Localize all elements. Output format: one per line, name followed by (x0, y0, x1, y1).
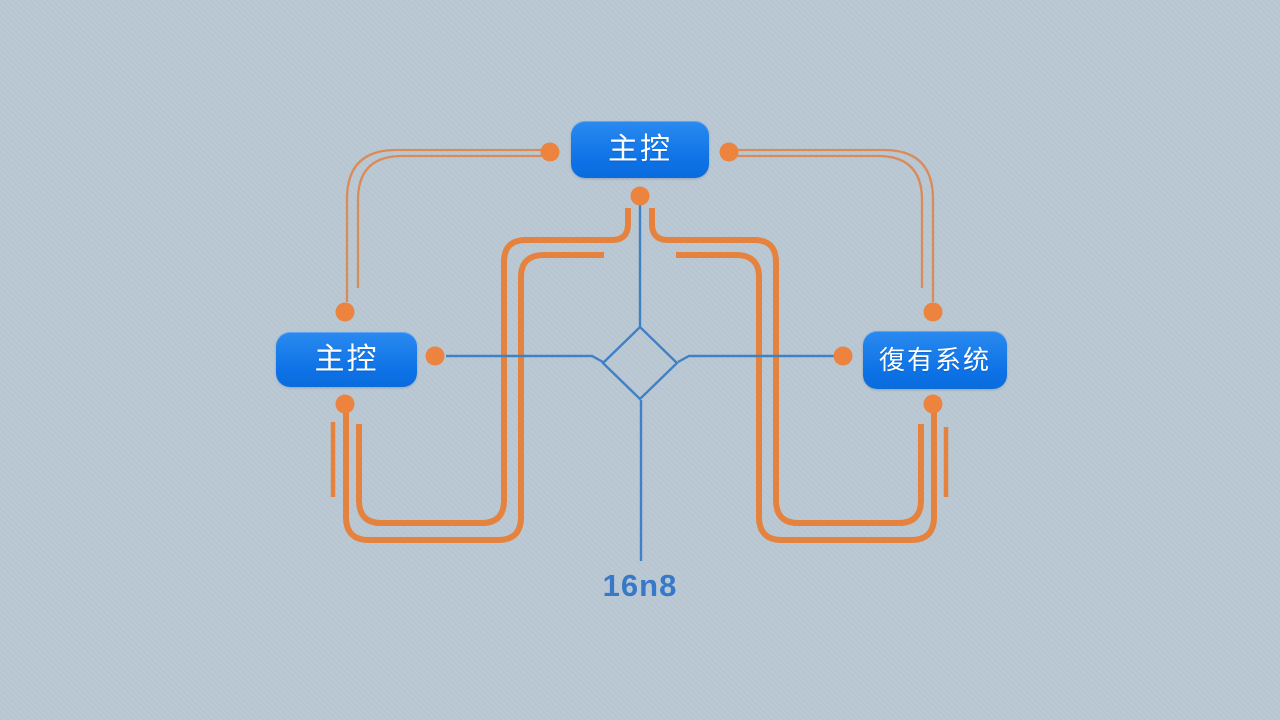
node-top-label: 主控 (608, 132, 672, 166)
connector-dot-left-bottom (335, 394, 355, 414)
node-right-label: 復有系统 (878, 345, 991, 375)
blue-line-right-horizontal (677, 354, 834, 364)
thin-curve-topleft-inner (356, 154, 549, 288)
connector-dot-left-right (425, 346, 445, 366)
connector-dot-left-top (335, 302, 355, 322)
connector-dot-top-bottom (630, 186, 650, 206)
node-right-legacy-system[interactable]: 復有系统 (863, 331, 1007, 389)
connector-dot-top-left (540, 142, 560, 162)
connector-dot-right-top (923, 302, 943, 322)
thick-path-left-outer (356, 208, 631, 526)
connector-dot-right-left (833, 346, 853, 366)
connector-dot-top-right (719, 142, 739, 162)
thin-curve-topleft-outer (345, 148, 549, 302)
center-diamond (601, 325, 679, 401)
thin-curve-topright-outer (730, 148, 935, 302)
blue-line-left-horizontal (446, 354, 604, 364)
thin-curve-topright-inner (730, 154, 924, 288)
thick-path-right-outer (649, 208, 924, 526)
thick-path-left-inner (343, 252, 604, 543)
node-top-master[interactable]: 主控 (571, 121, 709, 178)
node-left-label: 主控 (314, 342, 379, 376)
connector-dot-right-bottom (923, 394, 943, 414)
diagram-caption: 16n8 (602, 568, 678, 603)
node-left-master[interactable]: 主控 (276, 332, 417, 387)
thick-path-right-inner (676, 252, 937, 543)
